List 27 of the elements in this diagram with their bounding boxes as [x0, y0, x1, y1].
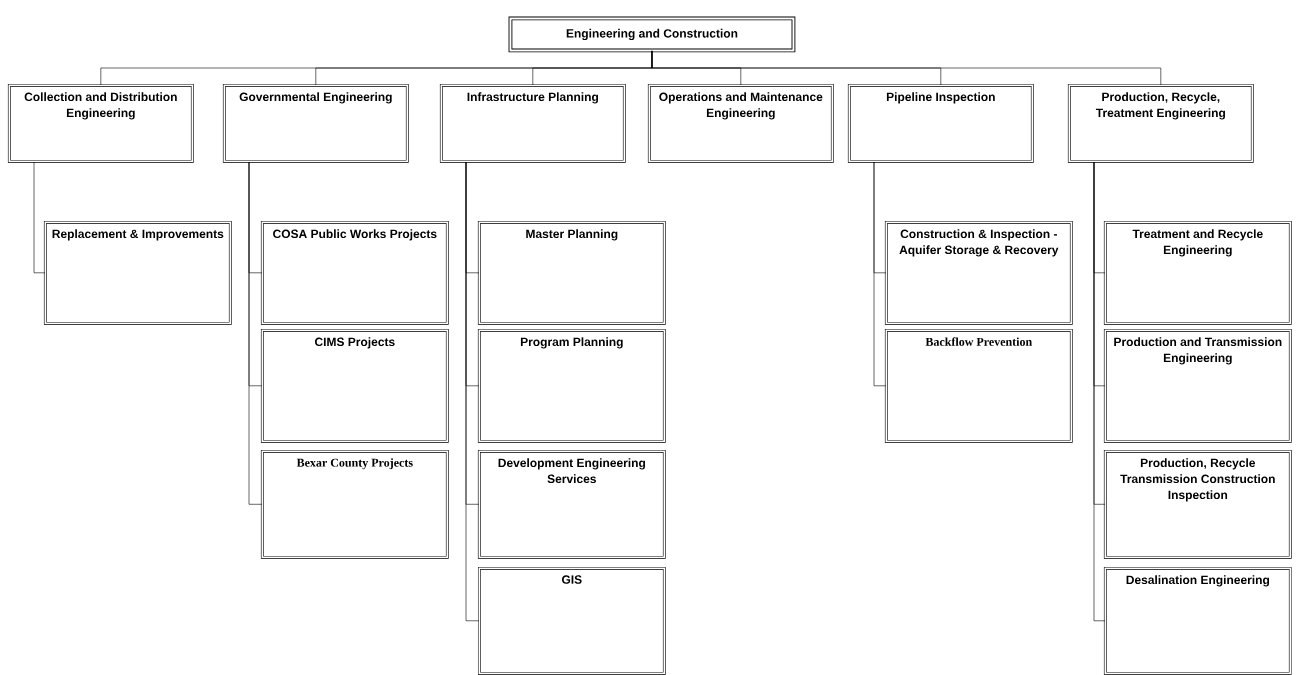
- org-box: Program Planning: [477, 328, 666, 443]
- org-box: Operations and Maintenance Engineering: [647, 83, 834, 163]
- org-box: Governmental Engineering: [222, 83, 409, 163]
- connector-line: [873, 161, 887, 387]
- connector-line: [465, 161, 480, 622]
- connector-line: [248, 161, 263, 505]
- org-box: Construction & Inspection - Aquifer Storage & Recovery: [884, 220, 1073, 325]
- org-box: Development Engineering Services: [477, 449, 666, 559]
- org-box: Backflow Prevention: [884, 328, 1073, 443]
- org-box: GIS: [477, 566, 666, 675]
- org-box: Desalination Engineering: [1103, 566, 1292, 675]
- org-box: Pipeline Inspection: [847, 83, 1034, 163]
- org-box: Production, Recycle Transmission Construction Inspection: [1103, 449, 1292, 559]
- connector-line: [1093, 161, 1106, 622]
- connector-line: [651, 50, 1162, 86]
- org-box: Infrastructure Planning: [439, 83, 626, 163]
- org-box: Collection and Distribution Engineering: [7, 83, 194, 163]
- org-box: Master Planning: [477, 220, 666, 325]
- connector-line: [33, 161, 46, 274]
- org-box: CIMS Projects: [260, 328, 449, 443]
- org-box: Replacement & Improvements: [43, 220, 232, 325]
- org-box: Bexar County Projects: [260, 449, 449, 559]
- org-box: Engineering and Construction: [508, 16, 796, 53]
- org-box: COSA Public Works Projects: [260, 220, 449, 325]
- org-box: Production, Recycle, Treatment Engineering: [1067, 83, 1254, 163]
- org-box: Treatment and Recycle Engineering: [1103, 220, 1292, 325]
- org-box: Production and Transmission Engineering: [1103, 328, 1292, 443]
